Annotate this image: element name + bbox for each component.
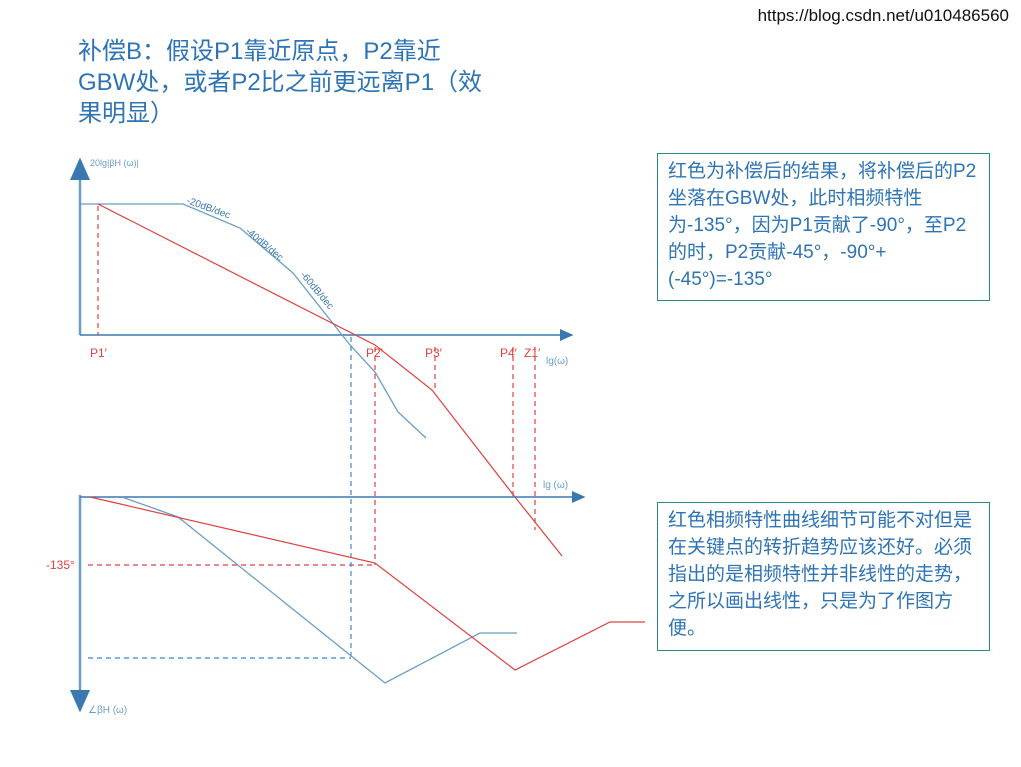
z1-label: Z1′ [524,346,541,360]
p3-label: P3′ [425,346,443,360]
phase-x-label: lg (ω) [543,480,568,491]
original-phase-curve [121,496,517,684]
p2-label: P2′ [366,346,384,360]
p1-label: P1′ [90,346,108,360]
compensated-magnitude-curve [97,203,563,557]
magnitude-y-label: 20lg|βH (ω)| [90,158,139,168]
magnitude-x-label: lg(ω) [546,356,568,367]
slope-label-40: -40dB/dec [243,226,285,264]
explanation-box-2: 红色相频特性曲线细节可能不对但是在关键点的转折趋势应该还好。必须指出的是相频特性… [657,502,990,651]
slope-label-60: -60dB/dec [298,270,336,312]
source-url: https://blog.csdn.net/u010486560 [757,6,1009,25]
minus135-label: -135° [46,558,75,572]
p4-label: P4′ [500,346,518,360]
original-magnitude-curve [80,203,427,439]
slide-title: 补偿B：假设P1靠近原点，P2靠近GBW处，或者P2比之前更远离P1（效果明显） [78,38,483,127]
phase-y-label: ∠βH (ω) [88,705,127,716]
compensated-phase-curve [89,496,645,671]
explanation-box-1: 红色为补偿后的结果，将补偿后的P2坐落在GBW处，此时相频特性为-135°，因为… [657,153,990,301]
